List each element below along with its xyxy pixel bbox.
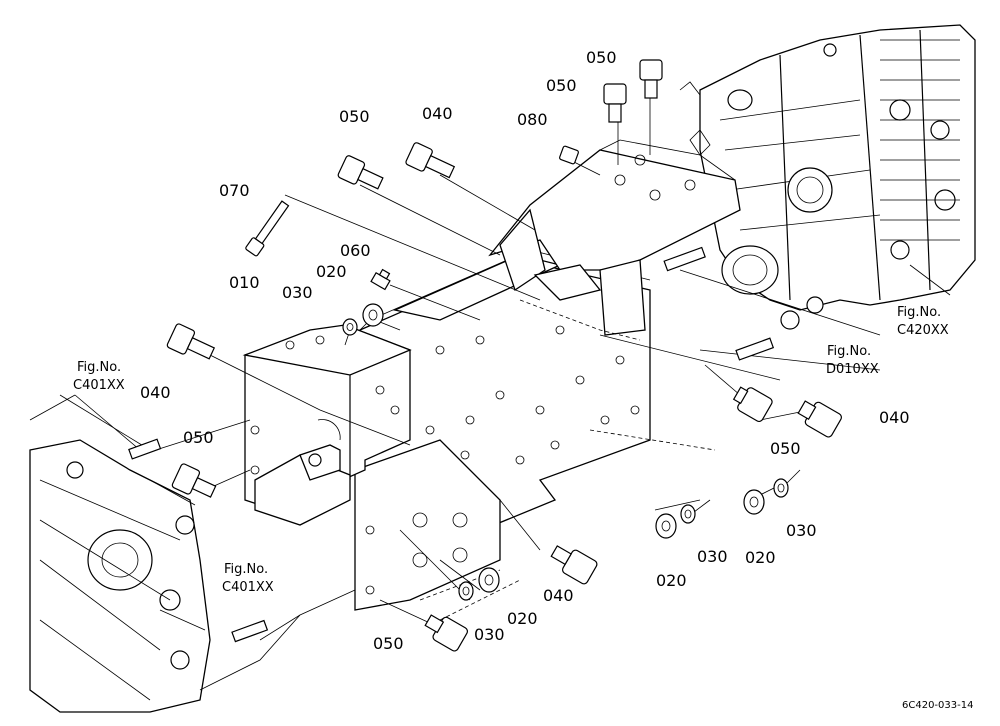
nut-mid bbox=[655, 513, 677, 539]
nut-right bbox=[743, 489, 765, 515]
bolt-top-right-2 bbox=[639, 59, 663, 99]
main-frame bbox=[242, 139, 741, 611]
part-label: 030 bbox=[474, 625, 505, 644]
part-label: 050 bbox=[546, 76, 577, 95]
part-label: 050 bbox=[183, 428, 214, 447]
hardware bbox=[128, 59, 842, 652]
fig-ref-line2: D010XX bbox=[826, 362, 879, 377]
washer-mid bbox=[680, 504, 696, 524]
fig-ref-line2: C401XX bbox=[73, 378, 125, 393]
bolt-left-lower bbox=[171, 463, 217, 498]
fig-ref-c401-bottom: Fig.No. C401XX bbox=[222, 562, 274, 595]
washer-right bbox=[773, 478, 789, 498]
transmission-housing bbox=[679, 24, 976, 330]
part-label: 050 bbox=[339, 107, 370, 126]
fig-ref-line2: C401XX bbox=[222, 580, 274, 595]
fig-ref-line2: C420XX bbox=[897, 323, 949, 338]
figure-refs: Fig.No. C420XX Fig.No. D010XX Fig.No. C4… bbox=[73, 305, 949, 595]
part-labels: 050 050 050 040 080 070 060 020 030 010 … bbox=[140, 48, 910, 653]
fig-ref-c420: Fig.No. C420XX bbox=[897, 305, 949, 338]
left-housing bbox=[29, 439, 211, 713]
drawing-code: 6C420-033-14 bbox=[902, 700, 973, 711]
fig-ref-line1: Fig.No. bbox=[77, 360, 121, 375]
part-label: 040 bbox=[543, 586, 574, 605]
bolt-bottom bbox=[424, 614, 468, 652]
bolt-right bbox=[797, 400, 842, 438]
part-label: 060 bbox=[340, 241, 371, 260]
long-bolt bbox=[245, 200, 290, 257]
fig-ref-line1: Fig.No. bbox=[827, 344, 871, 359]
nut-bottom bbox=[478, 567, 500, 593]
stud-right bbox=[735, 337, 775, 361]
bolt-top-mid bbox=[405, 142, 456, 179]
bolt-top-left bbox=[337, 155, 384, 190]
part-label: 040 bbox=[879, 408, 910, 427]
grease-nipple bbox=[370, 268, 391, 291]
washer-bottom bbox=[458, 581, 474, 601]
part-label: 050 bbox=[373, 634, 404, 653]
stud-left bbox=[128, 438, 162, 460]
stud-top bbox=[663, 246, 706, 272]
part-label: 010 bbox=[229, 273, 260, 292]
pin-top bbox=[559, 145, 579, 165]
part-label: 020 bbox=[745, 548, 776, 567]
bolt-bottom-mid bbox=[550, 545, 598, 585]
bolt-left-upper bbox=[166, 323, 216, 360]
part-label: 020 bbox=[507, 609, 538, 628]
part-label: 020 bbox=[656, 571, 687, 590]
fig-ref-line1: Fig.No. bbox=[897, 305, 941, 320]
washer-upper bbox=[342, 318, 358, 336]
part-label: 040 bbox=[422, 104, 453, 123]
part-label: 050 bbox=[770, 439, 801, 458]
bolt-right-mid bbox=[732, 386, 773, 423]
fig-ref-d010: Fig.No. D010XX bbox=[826, 344, 879, 377]
stud-bottom bbox=[231, 619, 269, 643]
part-label: 030 bbox=[697, 547, 728, 566]
part-label: 030 bbox=[282, 283, 313, 302]
part-label: 080 bbox=[517, 110, 548, 129]
fig-ref-line1: Fig.No. bbox=[224, 562, 268, 577]
fig-ref-c401-top: Fig.No. C401XX bbox=[73, 360, 125, 393]
part-label: 020 bbox=[316, 262, 347, 281]
part-label: 030 bbox=[786, 521, 817, 540]
part-label: 070 bbox=[219, 181, 250, 200]
bolt-top-right-1 bbox=[603, 83, 627, 123]
part-label: 040 bbox=[140, 383, 171, 402]
part-label: 050 bbox=[586, 48, 617, 67]
nut-upper bbox=[362, 303, 384, 327]
